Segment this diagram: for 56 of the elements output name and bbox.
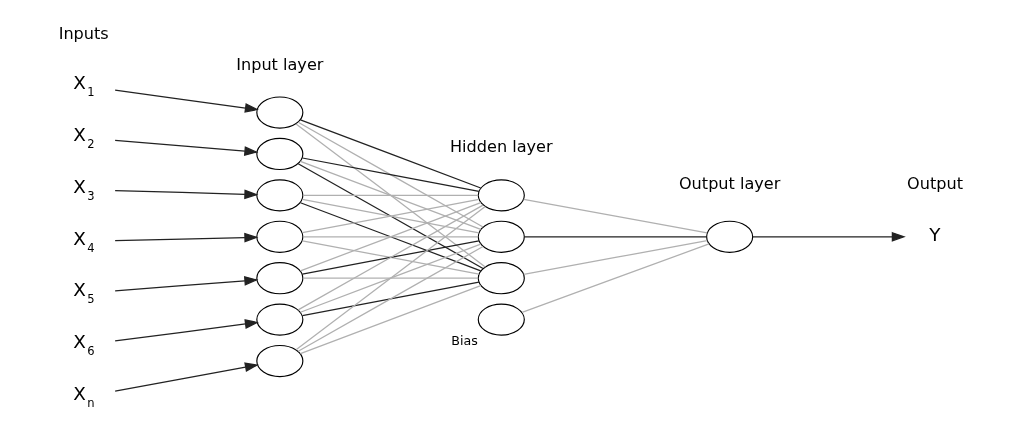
connector bbox=[523, 198, 708, 233]
node-label: Bias bbox=[451, 332, 478, 348]
label: Output layer bbox=[678, 173, 781, 193]
node-circle bbox=[477, 220, 525, 253]
node-text: X$_{2}$ bbox=[73, 123, 95, 151]
arrow bbox=[114, 361, 259, 392]
connector bbox=[301, 239, 480, 275]
connector bbox=[299, 160, 482, 230]
connector bbox=[297, 162, 484, 269]
connector bbox=[302, 235, 479, 237]
connector bbox=[302, 194, 479, 196]
label: Input layer bbox=[236, 54, 324, 74]
connector bbox=[523, 239, 708, 275]
connector bbox=[297, 203, 484, 310]
connector bbox=[299, 243, 482, 313]
connector bbox=[521, 242, 710, 313]
arrow bbox=[114, 188, 259, 199]
arrow bbox=[114, 275, 259, 291]
node-circle bbox=[477, 261, 525, 294]
node-circle bbox=[256, 95, 304, 129]
connector bbox=[295, 205, 486, 350]
connector bbox=[301, 198, 480, 233]
arrow bbox=[114, 232, 259, 243]
label: Hidden layer bbox=[449, 136, 553, 156]
node-text: X$_{1}$ bbox=[73, 71, 95, 99]
node-circle bbox=[706, 220, 754, 253]
label: Inputs bbox=[58, 23, 109, 43]
connector bbox=[299, 201, 482, 271]
arrow bbox=[114, 318, 259, 342]
connector bbox=[299, 284, 482, 354]
connector bbox=[297, 121, 484, 228]
node-text: X$_{5}$ bbox=[73, 278, 95, 306]
node-text: Y bbox=[929, 223, 941, 245]
node-text: X$_{4}$ bbox=[73, 227, 95, 255]
connector bbox=[301, 156, 480, 192]
label: Output bbox=[907, 173, 963, 193]
arrow bbox=[114, 139, 259, 156]
node-circle bbox=[256, 303, 304, 336]
node-text: X$_{6}$ bbox=[73, 330, 95, 358]
node-circle bbox=[256, 137, 304, 170]
connector bbox=[523, 235, 707, 237]
node-text: X$_{n}$ bbox=[73, 382, 95, 410]
connector bbox=[301, 281, 480, 316]
connector bbox=[302, 277, 479, 279]
node-circle bbox=[256, 344, 304, 377]
arrow bbox=[752, 231, 906, 242]
connector bbox=[299, 118, 482, 189]
connector bbox=[297, 245, 484, 352]
connector bbox=[295, 122, 486, 268]
node-circle bbox=[256, 220, 304, 253]
node-circle bbox=[256, 261, 304, 294]
node-text: X$_{3}$ bbox=[73, 175, 95, 203]
node-circle bbox=[477, 303, 525, 336]
arrow bbox=[114, 89, 259, 113]
node-circle bbox=[477, 178, 525, 211]
node-circle bbox=[256, 178, 304, 211]
